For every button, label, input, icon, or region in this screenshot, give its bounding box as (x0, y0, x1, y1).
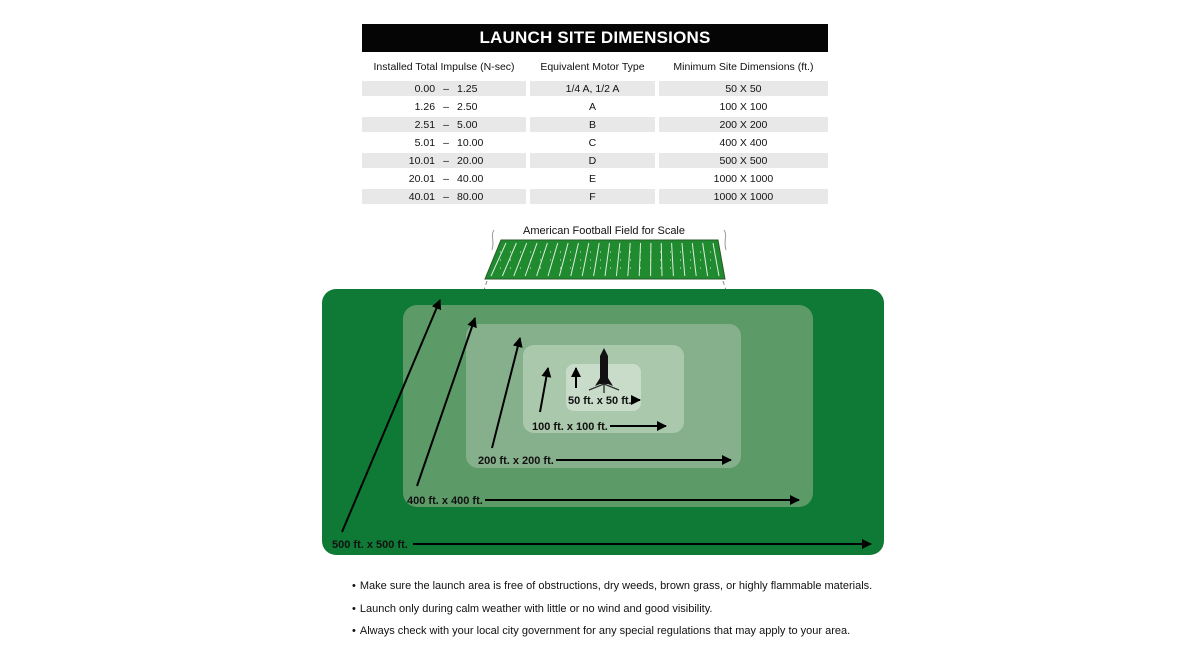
football-yard-lines (490, 242, 720, 277)
motor-cell: B (530, 117, 655, 132)
yard-line (638, 242, 642, 277)
impulse-high: 40.00 (457, 172, 484, 185)
arrow-400-vertical (416, 317, 477, 487)
yard-line (604, 242, 610, 277)
yard-line (536, 242, 548, 277)
site-cell: 1000 X 1000 (658, 189, 828, 204)
impulse-dash: – (443, 154, 449, 167)
arrow-500-vertical (341, 299, 442, 533)
impulse-low: 40.01 (408, 190, 436, 203)
impulse-low: 10.01 (408, 154, 436, 167)
impulse-low: 0.00 (414, 82, 436, 95)
yard-line (524, 242, 538, 277)
zone-400-label: 400 ft. x 400 ft. (407, 495, 483, 507)
impulse-cell: 40.01–80.00 (362, 189, 527, 204)
note-item: Launch only during calm weather with lit… (352, 598, 972, 621)
safety-notes: Make sure the launch area is free of obs… (352, 575, 972, 643)
impulse-dash: – (443, 100, 449, 113)
impulse-high: 80.00 (457, 190, 484, 203)
table-row: 20.01–40.00 E 1000 X 1000 (362, 171, 828, 186)
impulse-high: 2.50 (457, 100, 478, 113)
yard-line (593, 242, 600, 277)
table-row: 1.26–2.50 A 100 X 100 (362, 99, 828, 114)
motor-cell: D (530, 153, 655, 168)
impulse-cell: 1.26–2.50 (362, 99, 527, 114)
impulse-high: 5.00 (457, 118, 478, 131)
impulse-low: 20.01 (408, 172, 436, 185)
motor-cell: C (530, 135, 655, 150)
yard-line (712, 242, 720, 277)
yard-line (671, 242, 674, 277)
zone-100-label: 100 ft. x 100 ft. (532, 421, 608, 433)
yard-line (615, 242, 621, 277)
rocket-icon (588, 348, 620, 393)
impulse-low: 2.51 (414, 118, 436, 131)
table-row: 10.01–20.00 D 500 X 500 (362, 153, 828, 168)
impulse-dash: – (443, 118, 449, 131)
header-impulse: Installed Total Impulse (N-sec) (373, 61, 515, 73)
arrow-200-vertical (491, 337, 523, 449)
site-cell: 500 X 500 (658, 153, 828, 168)
impulse-low: 5.01 (414, 136, 436, 149)
motor-cell: F (530, 189, 655, 204)
table-header-row: Installed Total Impulse (N-sec) Equivale… (362, 56, 828, 78)
impulse-high: 1.25 (457, 82, 478, 95)
impulse-cell: 20.01–40.00 (362, 171, 527, 186)
yard-line (627, 242, 631, 277)
right-goalpost (723, 229, 727, 251)
site-cell: 200 X 200 (658, 117, 828, 132)
yard-line (681, 242, 686, 277)
table-row: 5.01–10.00 C 400 X 400 (362, 135, 828, 150)
motor-cell: E (530, 171, 655, 186)
site-cell: 100 X 100 (658, 99, 828, 114)
header-motor: Equivalent Motor Type (540, 61, 645, 73)
impulse-cell: 0.00–1.25 (362, 81, 527, 96)
zone-50-label: 50 ft. x 50 ft. (568, 395, 632, 407)
impulse-dash: – (443, 190, 449, 203)
left-goalpost (491, 229, 495, 251)
yard-line (501, 242, 517, 277)
site-cell: 400 X 400 (658, 135, 828, 150)
dimensions-table: Installed Total Impulse (N-sec) Equivale… (358, 53, 832, 207)
zone-500-label: 500 ft. x 500 ft. (332, 539, 408, 551)
yard-line (702, 242, 709, 277)
header-site: Minimum Site Dimensions (ft.) (673, 61, 814, 73)
yard-line (660, 242, 663, 277)
note-item: Make sure the launch area is free of obs… (352, 575, 972, 598)
impulse-high: 20.00 (457, 154, 484, 167)
impulse-cell: 5.01–10.00 (362, 135, 527, 150)
table-row: 0.00–1.25 1/4 A, 1/2 A 50 X 50 (362, 81, 828, 96)
impulse-high: 10.00 (457, 136, 484, 149)
yard-line (547, 242, 559, 277)
table-row: 2.51–5.00 B 200 X 200 (362, 117, 828, 132)
yard-line (570, 242, 579, 277)
site-cell: 1000 X 1000 (658, 171, 828, 186)
impulse-cell: 10.01–20.00 (362, 153, 527, 168)
arrow-100-vertical (539, 367, 552, 413)
impulse-low: 1.26 (414, 100, 436, 113)
impulse-cell: 2.51–5.00 (362, 117, 527, 132)
yard-line (581, 242, 590, 277)
motor-cell: 1/4 A, 1/2 A (530, 81, 655, 96)
football-field-label: American Football Field for Scale (523, 225, 685, 237)
note-item: Always check with your local city govern… (352, 620, 972, 643)
zone-200-label: 200 ft. x 200 ft. (478, 455, 554, 467)
table-title: LAUNCH SITE DIMENSIONS (362, 24, 828, 52)
table-row: 40.01–80.00 F 1000 X 1000 (362, 189, 828, 204)
launch-site-table: LAUNCH SITE DIMENSIONS Installed Total I… (362, 24, 828, 207)
motor-cell: A (530, 99, 655, 114)
impulse-dash: – (443, 172, 449, 185)
yard-line (691, 242, 697, 277)
impulse-dash: – (443, 136, 449, 149)
impulse-dash: – (443, 82, 449, 95)
yard-line (558, 242, 569, 277)
site-cell: 50 X 50 (658, 81, 828, 96)
yard-line (490, 242, 507, 277)
